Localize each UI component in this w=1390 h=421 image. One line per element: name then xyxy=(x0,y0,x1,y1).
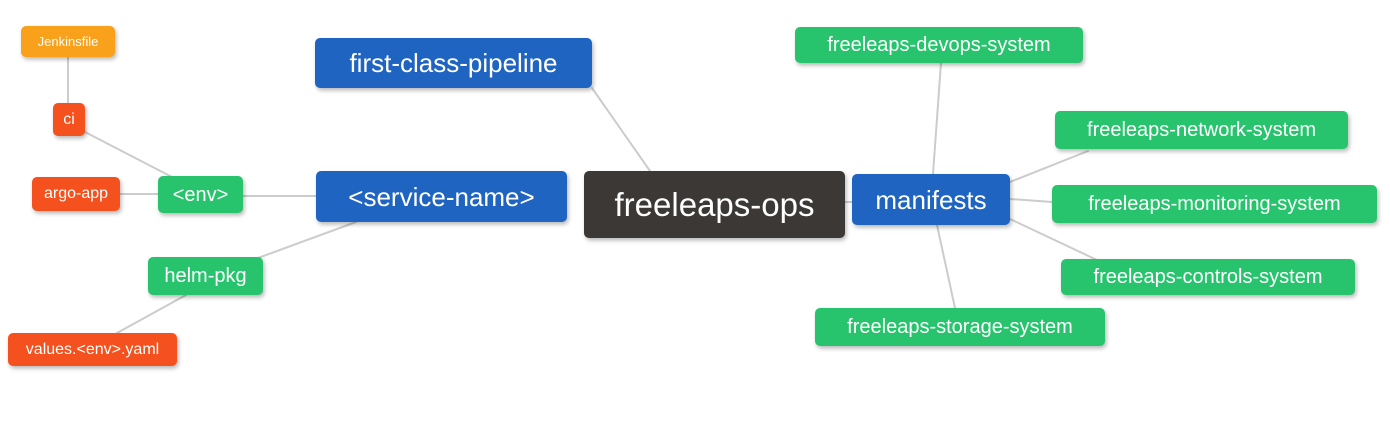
node-freeleaps-controls-system[interactable]: freeleaps-controls-system xyxy=(1061,259,1355,295)
node-values-env-yaml[interactable]: values.<env>.yaml xyxy=(8,333,177,366)
edge-values-env-yaml-helm-pkg xyxy=(116,294,187,334)
edge-manifests-freeleaps-controls-system xyxy=(1009,218,1098,261)
node-manifests[interactable]: manifests xyxy=(852,174,1010,225)
node-jenkinsfile[interactable]: Jenkinsfile xyxy=(21,26,115,57)
node-freeleaps-ops[interactable]: freeleaps-ops xyxy=(584,171,845,238)
node-freeleaps-monitoring-system[interactable]: freeleaps-monitoring-system xyxy=(1052,185,1377,223)
edge-manifests-freeleaps-network-system xyxy=(1009,150,1089,183)
edge-ci-env xyxy=(84,131,173,178)
node-freeleaps-storage-system[interactable]: freeleaps-storage-system xyxy=(815,308,1105,346)
node-argo-app[interactable]: argo-app xyxy=(32,177,120,211)
node-first-class-pipeline[interactable]: first-class-pipeline xyxy=(315,38,592,88)
edge-manifests-freeleaps-devops-system xyxy=(932,62,942,175)
edge-manifests-freeleaps-monitoring-system xyxy=(1009,198,1053,203)
node-freeleaps-devops-system[interactable]: freeleaps-devops-system xyxy=(795,27,1083,63)
edge-first-class-pipeline-freeleaps-ops xyxy=(591,87,651,172)
edge-manifests-freeleaps-storage-system xyxy=(936,224,956,309)
node-env[interactable]: <env> xyxy=(158,176,243,213)
node-helm-pkg[interactable]: helm-pkg xyxy=(148,257,263,295)
node-freeleaps-network-system[interactable]: freeleaps-network-system xyxy=(1055,111,1348,149)
node-service-name[interactable]: <service-name> xyxy=(316,171,567,222)
node-ci[interactable]: ci xyxy=(53,103,85,136)
edge-service-name-helm-pkg xyxy=(257,221,357,259)
